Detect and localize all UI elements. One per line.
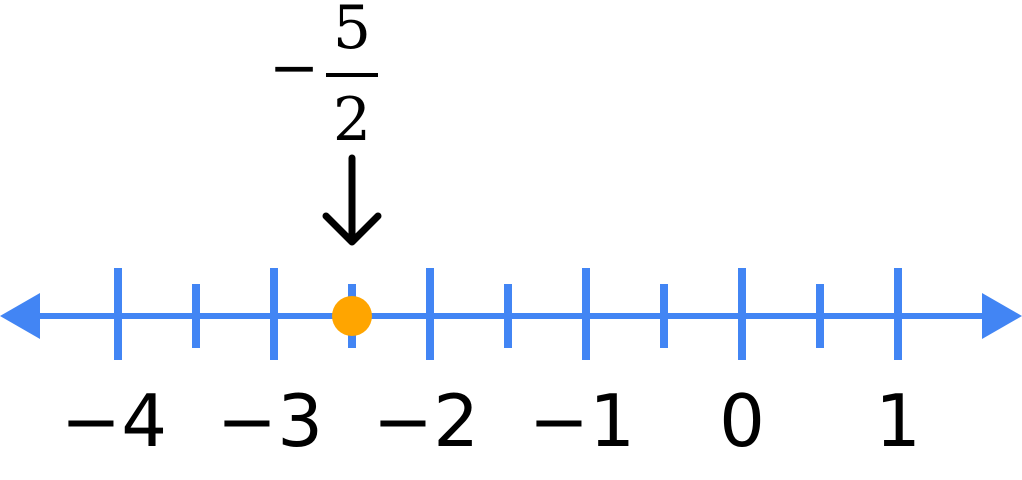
fraction-numerator: 5 [333, 0, 371, 63]
fraction-label: − 5 2 [269, 0, 378, 155]
fraction-denominator: 2 [333, 85, 371, 155]
tick-label: −1 [529, 379, 635, 463]
left-arrowhead-icon [0, 293, 40, 339]
down-arrow-icon [322, 154, 382, 246]
tick-label: −2 [373, 379, 479, 463]
tick-label: 0 [719, 379, 765, 463]
tick-labels: −4 −3 −2 −1 0 1 [61, 379, 921, 463]
marked-point [332, 296, 372, 336]
tick-label: 1 [875, 379, 921, 463]
tick-marks [114, 268, 902, 360]
tick-label: −4 [61, 379, 167, 463]
right-arrowhead-icon [982, 293, 1022, 339]
tick-label: −3 [217, 379, 323, 463]
fraction-sign: − [269, 33, 319, 103]
